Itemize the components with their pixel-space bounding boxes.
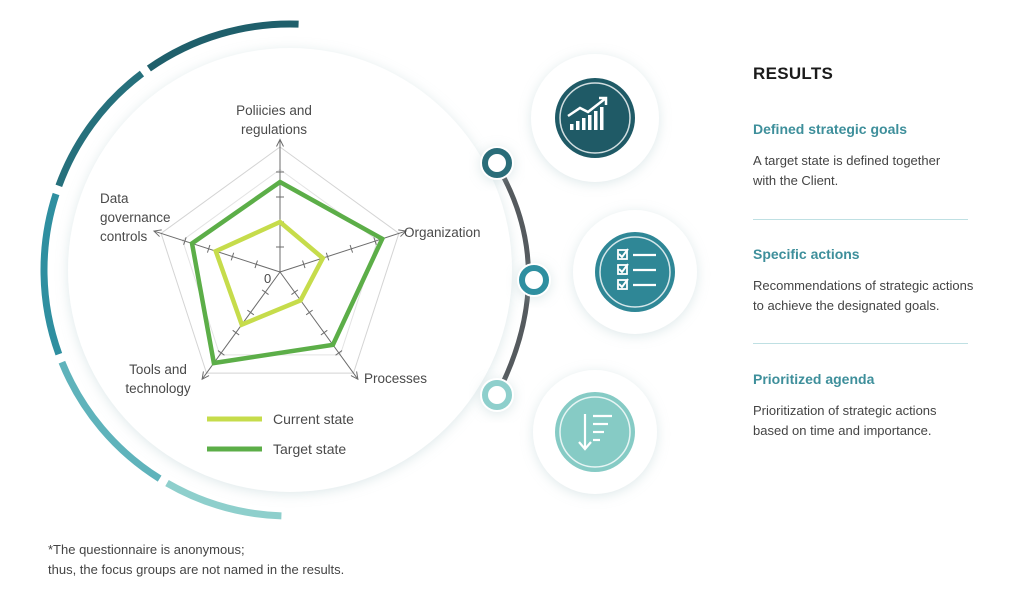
radar-tick <box>325 252 330 261</box>
radar-axis-arrow <box>152 229 162 237</box>
radar-tick <box>230 252 235 261</box>
radar-tick <box>247 309 255 316</box>
decorative-arc-segment <box>55 70 145 188</box>
decorative-arc-segment <box>165 480 282 520</box>
radar-tick <box>320 329 328 336</box>
radar-tick <box>183 237 187 246</box>
result-heading: Prioritized agenda <box>753 371 875 387</box>
icon-arrow-head <box>599 96 608 105</box>
icon-arrow-head <box>578 441 592 451</box>
result-text-line: Prioritization of strategic actions <box>753 403 937 418</box>
icon-trend-line <box>567 97 607 118</box>
icon-bar <box>570 124 574 130</box>
icon-checkbox <box>617 264 628 275</box>
icon-checkmark <box>618 278 629 289</box>
icon-checkbox <box>617 249 628 260</box>
connector-node <box>519 265 549 295</box>
radar-tick <box>305 309 313 316</box>
radar-axis-label: Poliicies and <box>236 103 312 118</box>
panel-circle <box>68 48 512 492</box>
radar-axis-label: Data <box>100 191 129 206</box>
radar-zero-label: 0 <box>264 271 271 286</box>
radar-tick <box>217 350 225 356</box>
radar-axis <box>279 271 359 380</box>
icon-checkmark <box>618 248 629 259</box>
icon-checkbox <box>617 279 628 290</box>
icon-badge-ring <box>559 396 631 468</box>
results-title: RESULTS <box>753 64 834 83</box>
icon-checkmark <box>618 263 629 274</box>
radar-axis-label: technology <box>125 381 191 396</box>
checklist-icon <box>617 248 656 290</box>
icon-bar <box>594 111 598 130</box>
footnote-line: *The questionnaire is anonymous; <box>48 542 245 557</box>
icon-bar <box>600 107 604 130</box>
radar-gridline <box>160 146 400 374</box>
radar-tick <box>206 244 211 253</box>
radar-axis-label: Processes <box>364 371 427 386</box>
radar-tick <box>232 329 240 336</box>
decorative-arc-segment <box>146 20 299 72</box>
footnote-line: thus, the focus groups are not named in … <box>48 562 345 577</box>
divider <box>753 343 968 344</box>
legend-label: Target state <box>273 441 346 457</box>
decorative-arc-segment <box>40 192 63 356</box>
radar-tick <box>291 289 299 295</box>
radar-tick <box>373 237 377 246</box>
connector-node <box>482 148 512 178</box>
icon-badge <box>595 232 675 312</box>
result-text-line: with the Client. <box>753 173 839 188</box>
radar-axis-arrow <box>350 371 359 381</box>
result-text-line: Recommendations of strategic actions <box>753 278 974 293</box>
result-item-goals: Defined strategic goals A target state i… <box>753 121 993 191</box>
result-item-agenda: Prioritized agenda Prioritization of str… <box>753 371 993 441</box>
chart-growth-icon <box>567 96 608 130</box>
decorative-arc-segment <box>58 360 162 482</box>
result-heading: Specific actions <box>753 246 860 262</box>
radar-axis-label: governance <box>100 210 171 225</box>
connector-node <box>482 380 512 410</box>
radar-tick <box>335 350 343 356</box>
radar-axis-label: Organization <box>404 225 481 240</box>
result-text: Prioritization of strategic actions base… <box>753 401 993 441</box>
divider <box>753 219 968 220</box>
radar-axis-label: regulations <box>241 122 307 137</box>
result-text-line: to achieve the designated goals. <box>753 298 940 313</box>
result-text: A target state is defined together with … <box>753 151 993 191</box>
icon-bar <box>582 118 586 130</box>
icon-bar <box>588 115 592 130</box>
radar-series-target-state <box>189 179 386 366</box>
result-heading: Defined strategic goals <box>753 121 908 137</box>
icon-bar <box>576 121 580 130</box>
icon-badge-ring <box>599 236 671 308</box>
result-item-actions: Specific actions Recommendations of stra… <box>753 246 993 316</box>
radar-tick <box>349 244 354 253</box>
legend-label: Current state <box>273 411 354 427</box>
result-text: Recommendations of strategic actions to … <box>753 276 993 316</box>
result-text-line: based on time and importance. <box>753 423 932 438</box>
sort-descending-icon <box>578 414 612 451</box>
radar-tick <box>302 260 306 269</box>
radar-tick <box>261 289 269 295</box>
result-text-line: A target state is defined together <box>753 153 941 168</box>
radar-axis-arrow <box>276 138 284 147</box>
radar-tick <box>254 260 258 269</box>
radar-axis-label: controls <box>100 229 148 244</box>
footnote: *The questionnaire is anonymous; thus, t… <box>48 540 344 580</box>
icon-badge-ring <box>559 82 631 154</box>
radar-series-current-state <box>212 219 326 328</box>
radar-axis-arrow <box>398 229 408 237</box>
radar-axis-arrow <box>201 371 210 381</box>
radar-axis-label: Tools and <box>129 362 187 377</box>
